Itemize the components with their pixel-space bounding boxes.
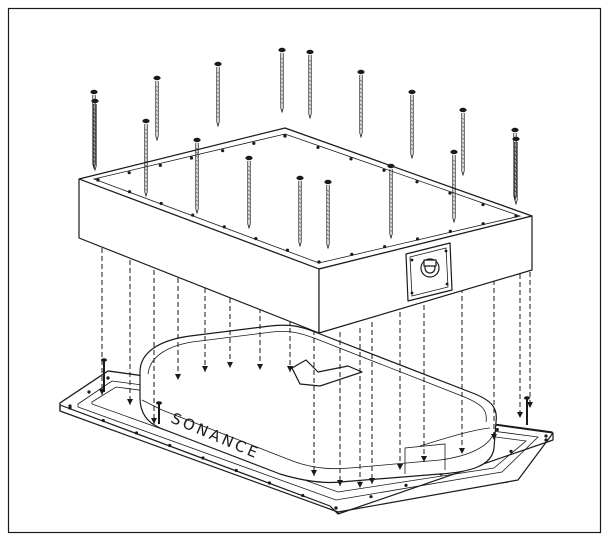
screw-hole [189, 156, 194, 160]
screw-hole [301, 493, 305, 498]
guide-arrowhead [421, 456, 427, 462]
guide-arrowhead [257, 364, 263, 370]
screw-hole [87, 390, 91, 394]
cable-gland-icon [405, 242, 453, 302]
screw-icon [101, 358, 107, 392]
guide-arrowhead [202, 366, 208, 372]
screw-icon [324, 179, 332, 250]
screw-icon [91, 98, 99, 172]
screw-hole [106, 376, 110, 380]
screw-hole [383, 245, 387, 249]
screw-hole [127, 190, 132, 194]
screw-hole [222, 225, 226, 229]
screw-hole [254, 236, 258, 241]
screw-icon [512, 136, 520, 206]
arrow-mark-icon [291, 359, 363, 387]
screw-icon [278, 47, 286, 114]
screw-hole [159, 201, 163, 206]
housing-top-edge [147, 330, 487, 423]
screw-hole [509, 449, 513, 453]
enclosure-cover [78, 127, 533, 334]
screw-icon [387, 163, 395, 240]
screw-hole [285, 248, 290, 252]
frame-plate-right-edge [337, 433, 554, 515]
housing-slot [404, 443, 446, 474]
screw-hole [252, 141, 256, 145]
screw-hole [481, 202, 485, 207]
frame-gasket-line [91, 386, 527, 493]
screw-hole [349, 157, 353, 161]
screw-hole [168, 443, 172, 448]
guide-arrowhead [397, 464, 403, 470]
guide-arrowhead [491, 434, 497, 440]
screw-hole [481, 222, 485, 226]
screw-icon [459, 107, 467, 177]
screw-icon [156, 401, 162, 424]
guide-arrowhead [311, 470, 317, 476]
screw-hole [134, 431, 139, 435]
screw-hole [382, 168, 386, 172]
screw-icon [90, 89, 98, 170]
screw-icon [245, 155, 253, 230]
screw-hole [317, 260, 321, 264]
screw-hole [96, 178, 100, 182]
screw-hole [201, 456, 205, 460]
alignment-guide-lines [99, 240, 533, 488]
screw-hole [415, 180, 419, 184]
guide-arrowhead [151, 418, 157, 424]
screw-hole [544, 438, 548, 442]
screw-hole [68, 406, 72, 410]
screw-icon [357, 69, 365, 139]
guide-arrowhead [369, 478, 375, 484]
screw-icon [214, 61, 222, 128]
figure-frame [7, 7, 602, 534]
guide-arrowhead [459, 448, 465, 454]
screw-icon [450, 149, 458, 224]
screws [90, 47, 530, 425]
screw-icon [408, 89, 416, 160]
guide-arrowhead [517, 412, 523, 418]
screw-hole [448, 229, 452, 233]
cover-screw-holes [96, 134, 518, 264]
screw-hole [495, 427, 499, 432]
screw-icon [153, 75, 161, 142]
guide-arrowhead [287, 366, 293, 372]
screw-hole [334, 506, 338, 510]
screw-icon [193, 137, 201, 215]
screw-icon [142, 118, 150, 198]
screw-hole [234, 468, 238, 473]
screw-hole [415, 237, 420, 241]
guide-arrowhead [357, 482, 363, 488]
guide-arrowhead [127, 399, 133, 405]
frame-plate-front-edge [59, 404, 339, 515]
screw-hole [514, 214, 518, 218]
guide-arrowhead [527, 402, 533, 408]
screw-icon [306, 49, 314, 120]
guide-arrowhead [175, 374, 181, 380]
screw-hole [544, 434, 548, 438]
frame-inner-rim [77, 380, 539, 501]
screw-hole [350, 252, 354, 256]
housing-bottom-edge [141, 399, 495, 470]
screw-icon [296, 175, 304, 248]
screw-hole [191, 213, 195, 217]
screw-hole [404, 483, 408, 487]
guide-arrowhead [227, 362, 233, 368]
screw-hole [127, 171, 131, 175]
guide-arrowhead [337, 480, 343, 486]
screw-icon [524, 396, 530, 425]
screw-hole [101, 418, 105, 423]
screw-hole [221, 149, 225, 153]
screw-hole [448, 191, 452, 195]
screw-hole [158, 163, 162, 167]
housing-slot-line [419, 427, 491, 447]
screw-hole [316, 145, 320, 150]
screw-hole [283, 134, 287, 138]
screw-hole [267, 481, 272, 485]
screw-hole [369, 495, 373, 499]
cover-top-rim [92, 133, 522, 264]
